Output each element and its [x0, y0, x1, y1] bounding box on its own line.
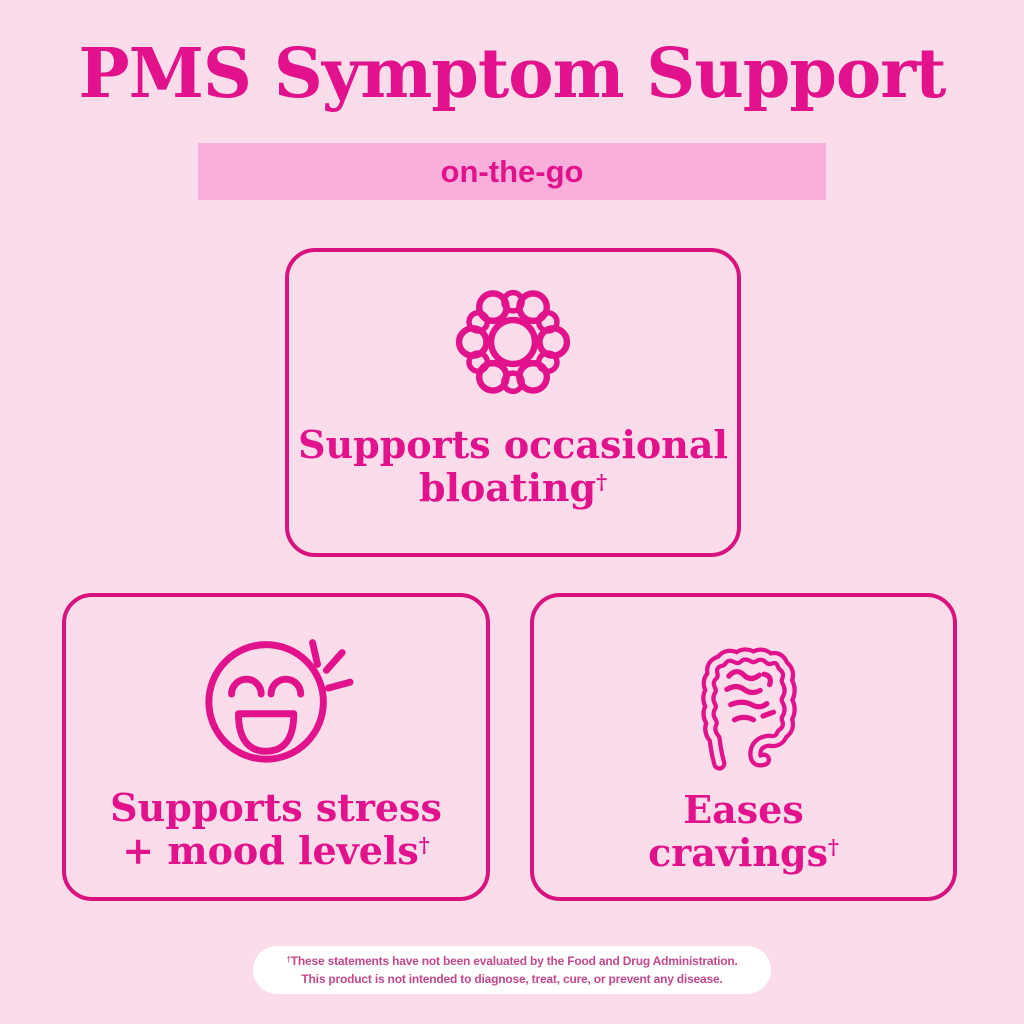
- dagger-mark: †: [418, 832, 430, 858]
- cells-cluster-icon: [449, 278, 577, 406]
- card-stress-line2: + mood levels†: [122, 827, 430, 873]
- dagger-mark: †: [286, 954, 291, 965]
- card-bloating-line2: bloating†: [418, 464, 608, 510]
- card-stress-mood: Supports stress + mood levels†: [62, 593, 490, 901]
- dagger-mark: †: [596, 469, 608, 495]
- banner-label: on-the-go: [440, 153, 584, 189]
- disclaimer-line2: This product is not intended to diagnose…: [301, 972, 723, 986]
- intestines-icon: [668, 621, 820, 773]
- page-title: PMS Symptom Support: [78, 34, 947, 114]
- card-bloating-label: Supports occasional bloating†: [298, 422, 728, 510]
- dagger-mark: †: [827, 834, 839, 860]
- card-cravings-line2: cravings†: [648, 829, 839, 875]
- card-bloating: Supports occasional bloating†: [285, 248, 741, 557]
- fda-disclaimer: †These statements have not been evaluate…: [253, 946, 771, 994]
- card-stress-line1: Supports stress: [110, 785, 442, 830]
- card-cravings-line1: Eases: [683, 787, 804, 832]
- card-cravings: Eases cravings†: [530, 593, 957, 901]
- card-stress-mood-label: Supports stress + mood levels†: [110, 785, 442, 873]
- on-the-go-banner: on-the-go: [198, 143, 826, 200]
- card-cravings-label: Eases cravings†: [648, 787, 839, 875]
- card-bloating-line1: Supports occasional: [298, 422, 728, 467]
- disclaimer-line1: †These statements have not been evaluate…: [286, 954, 738, 968]
- happy-face-icon: [192, 615, 360, 773]
